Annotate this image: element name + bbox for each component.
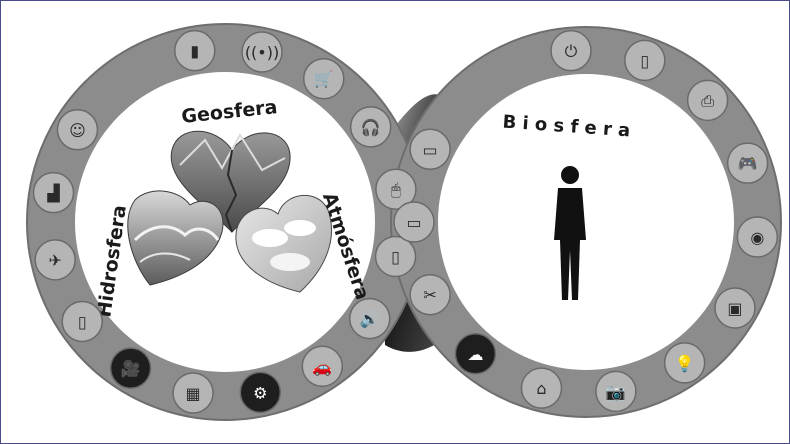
- svg-text:🎮: 🎮: [738, 154, 758, 173]
- computer-tower-icon: ▯: [624, 39, 666, 82]
- cloud-network-icon: ☁: [454, 333, 497, 375]
- video-camera-icon: 🎥: [109, 347, 152, 389]
- svg-text:✂: ✂: [423, 286, 436, 305]
- headphones-icon: 🎧: [349, 106, 392, 148]
- worker-icon: ☺: [56, 109, 99, 151]
- svg-text:💡: 💡: [675, 354, 695, 373]
- gear-icon: ⚙: [239, 371, 282, 414]
- svg-text:▦: ▦: [186, 384, 201, 403]
- human-silhouette: [554, 166, 586, 300]
- monitor-icon: ▭: [409, 128, 451, 171]
- chip-icon: ▣: [714, 287, 756, 329]
- svg-text:🖱: 🖱: [391, 180, 401, 199]
- printer-icon: ⎙: [686, 79, 729, 122]
- svg-text:🎧: 🎧: [361, 118, 381, 137]
- speaker-icon: 🔊: [348, 297, 391, 340]
- wifi-icon: ((•)): [241, 31, 283, 73]
- gamepad-icon: 🎮: [726, 142, 769, 184]
- svg-text:🔊: 🔊: [360, 310, 380, 329]
- svg-text:🎥: 🎥: [121, 359, 141, 378]
- svg-text:⎙: ⎙: [701, 91, 714, 110]
- svg-text:▯: ▯: [640, 51, 649, 70]
- svg-text:▭: ▭: [423, 140, 438, 159]
- refrigerator-icon: ▯: [61, 300, 103, 343]
- svg-text:▭: ▭: [406, 213, 421, 232]
- tools-icon: ✂: [409, 273, 451, 316]
- svg-text:🚗: 🚗: [312, 357, 332, 376]
- airplane-icon: ✈: [34, 239, 76, 281]
- tablet-icon: ▯: [374, 235, 417, 278]
- svg-text:✈: ✈: [48, 251, 61, 270]
- geosphere-illustration: [170, 130, 291, 233]
- factory-icon: ▟: [32, 171, 75, 214]
- hydrosphere-illustration: [127, 190, 224, 286]
- svg-text:((•)): ((•)): [245, 43, 279, 62]
- smartphone-icon: ▮: [174, 29, 216, 72]
- car-icon: 🚗: [301, 345, 344, 388]
- svg-text:◉: ◉: [750, 228, 764, 247]
- technosphere-ring-right: [390, 26, 782, 418]
- svg-text:⌂: ⌂: [536, 379, 546, 398]
- shopping-cart-icon: 🛒: [302, 57, 345, 100]
- svg-text:🛒: 🛒: [314, 70, 334, 89]
- atmosphere-illustration: [235, 194, 332, 293]
- svg-text:▯: ▯: [78, 312, 87, 331]
- svg-text:▣: ▣: [727, 299, 742, 318]
- svg-text:▮: ▮: [190, 42, 199, 61]
- svg-text:▟: ▟: [46, 184, 60, 203]
- house-icon: ⌂: [520, 367, 563, 409]
- light-bulb-icon: 💡: [663, 342, 706, 384]
- plug-icon: ⏻: [550, 29, 592, 72]
- svg-text:☺: ☺: [69, 121, 86, 140]
- svg-text:⏻: ⏻: [565, 42, 578, 61]
- washing-machine-icon: ◉: [736, 216, 779, 258]
- buildings-icon: ▦: [172, 372, 214, 414]
- cell-phone-icon: ▭: [393, 201, 435, 243]
- svg-text:▯: ▯: [391, 247, 400, 266]
- svg-text:☁: ☁: [467, 345, 483, 364]
- svg-text:📷: 📷: [606, 382, 626, 401]
- mouse-icon: 🖱: [375, 168, 417, 210]
- camera-icon: 📷: [595, 370, 637, 413]
- svg-text:⚙: ⚙: [253, 383, 267, 402]
